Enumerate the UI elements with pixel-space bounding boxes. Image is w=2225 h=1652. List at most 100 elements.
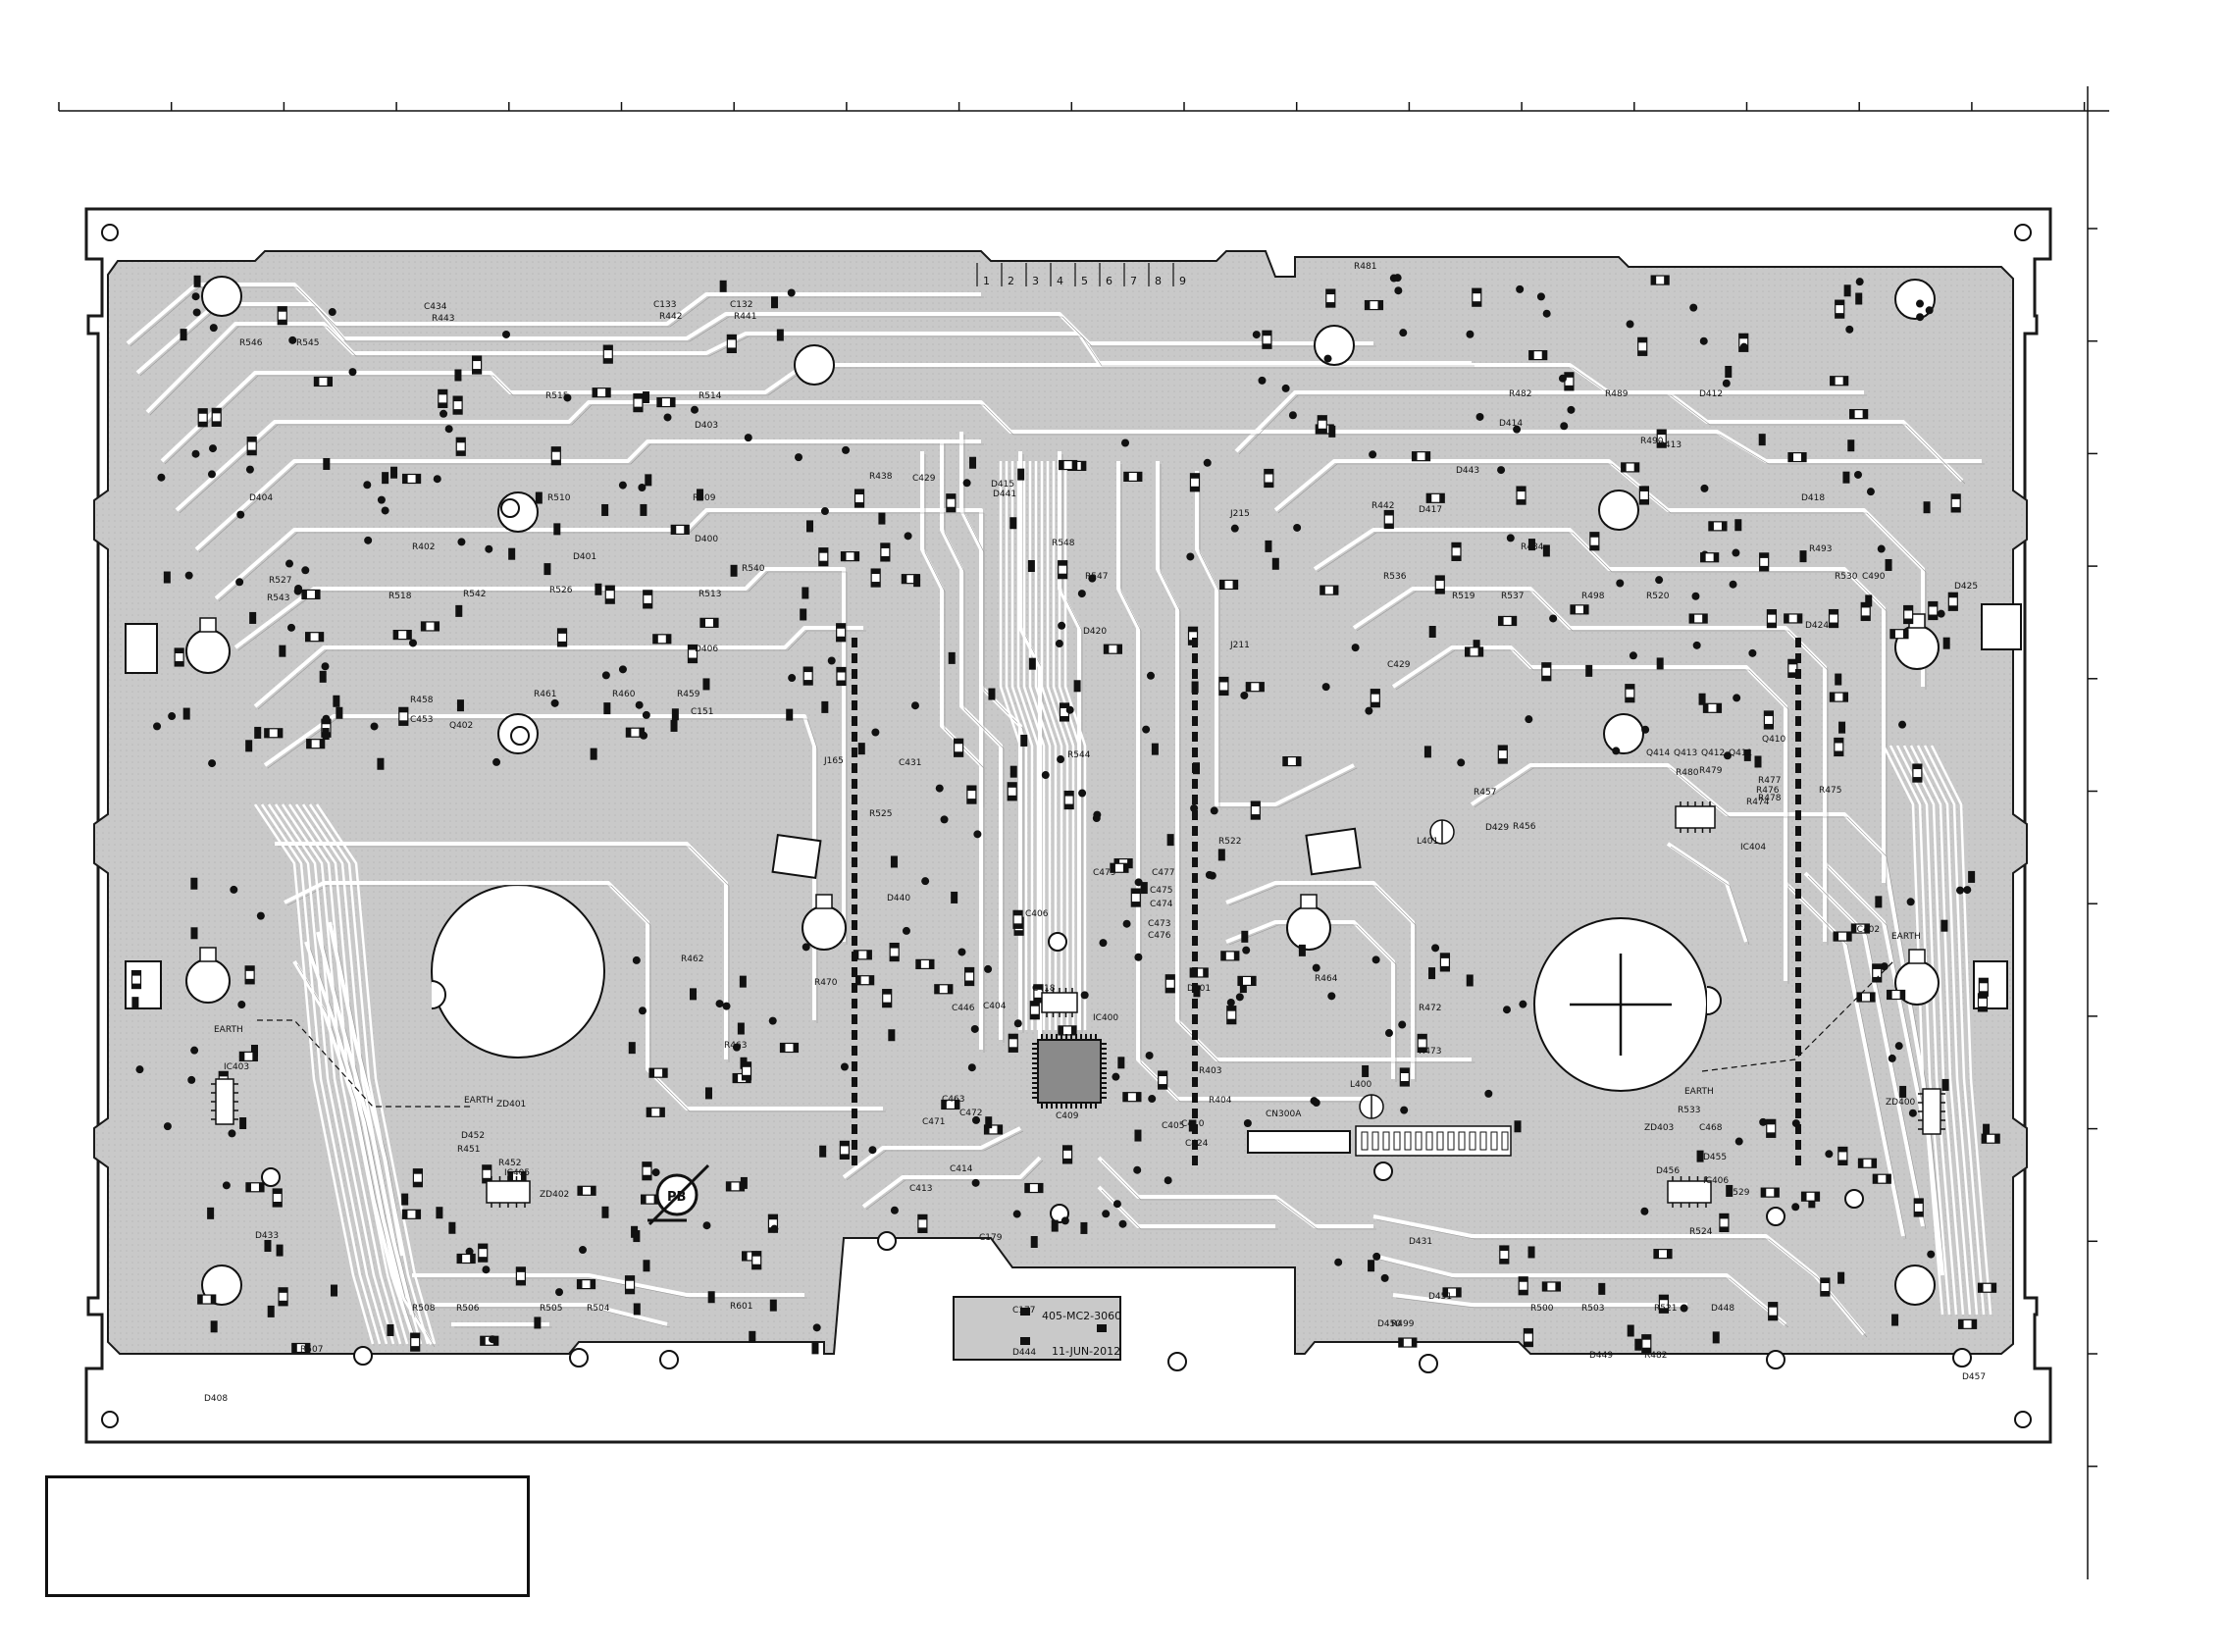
main-ic <box>1032 1034 1107 1109</box>
component-ref: R475 <box>1819 786 1841 796</box>
component-ref: R493 <box>1809 544 1832 554</box>
component-ref: R537 <box>1501 592 1524 601</box>
component-ref: ZD402 <box>540 1190 569 1200</box>
component-ref: C434 <box>424 302 447 312</box>
component-ref: R452 <box>498 1159 521 1168</box>
component-ref: C475 <box>1150 886 1172 896</box>
cn300a-connector <box>1247 1125 1512 1157</box>
pcb-date: 11-JUN-2012 <box>1052 1345 1120 1358</box>
ruler-frame <box>58 86 2109 1579</box>
component-ref: R461 <box>534 690 556 699</box>
component-ref: R479 <box>1699 766 1723 776</box>
component-ref: C429 <box>912 474 936 484</box>
component-ref: R530 <box>1835 572 1858 582</box>
component-ref: C463 <box>942 1095 964 1105</box>
component-ref: Q410 <box>1762 735 1786 745</box>
component-ref: D412 <box>1699 389 1723 399</box>
component-ref: D415 <box>991 480 1014 490</box>
component-ref: C404 <box>983 1002 1007 1011</box>
component-ref: D429 <box>1485 823 1509 833</box>
component-ref: R536 <box>1383 572 1407 582</box>
component-ref: D403 <box>695 421 718 431</box>
component-ref: R402 <box>412 542 435 552</box>
component-ref: L401 <box>1417 837 1438 847</box>
component-ref: C409 <box>1056 1111 1079 1121</box>
component-ref: R529 <box>1727 1188 1750 1198</box>
component-ref: R484 <box>1521 542 1544 552</box>
component-ref: R510 <box>547 493 571 503</box>
component-ref: L400 <box>1350 1080 1371 1090</box>
component-ref: C479 <box>1093 868 1116 878</box>
component-ref: D418 <box>1801 493 1825 503</box>
info-box <box>45 1475 530 1597</box>
component-ref: D452 <box>461 1131 485 1141</box>
component-ref: Q412 <box>1701 749 1725 758</box>
earth-label: EARTH <box>1891 932 1921 942</box>
component-ref: ZD403 <box>1644 1123 1674 1133</box>
component-ref: C429 <box>1387 660 1411 670</box>
component-ref: C177 <box>1012 1306 1035 1316</box>
component-ref: R524 <box>1689 1227 1713 1237</box>
component-ref: D440 <box>887 894 910 903</box>
component-ref: D413 <box>1658 440 1682 450</box>
component-ref: R546 <box>239 338 263 348</box>
pin-number: 6 <box>1106 275 1112 287</box>
solder-pads <box>130 274 2000 1355</box>
earth-label: EARTH <box>1684 1087 1714 1097</box>
component-ref: R456 <box>1513 822 1536 832</box>
component-ref: C476 <box>1148 931 1171 941</box>
component-ref: C472 <box>959 1109 982 1118</box>
component-ref: R601 <box>730 1302 752 1312</box>
component-ref: C468 <box>1699 1123 1723 1133</box>
battery-holder-right <box>1533 917 1722 1092</box>
component-ref: IC403 <box>224 1062 249 1072</box>
component-ref: Q413 <box>1674 749 1697 758</box>
component-ref: R457 <box>1474 788 1496 798</box>
component-ref: R482 <box>1509 389 1531 399</box>
component-ref: R503 <box>1581 1304 1604 1314</box>
component-ref: R480 <box>1676 768 1699 778</box>
lead-free-mark: PB <box>647 1163 710 1226</box>
component-ref: R545 <box>296 338 319 348</box>
component-ref: R451 <box>457 1145 480 1155</box>
component-ref: R500 <box>1530 1304 1554 1314</box>
component-ref: R513 <box>699 590 721 599</box>
component-ref: D456 <box>1656 1166 1680 1176</box>
component-ref: Q411 <box>1729 749 1752 758</box>
component-ref: D441 <box>993 490 1016 499</box>
component-ref: D406 <box>695 645 718 654</box>
component-ref: C431 <box>899 758 921 768</box>
component-ref: D417 <box>1419 505 1442 515</box>
component-ref: J165 <box>823 756 844 766</box>
pin-number: 8 <box>1155 275 1162 287</box>
component-ref: D501 <box>1187 984 1211 994</box>
earth-labels: EARTH EARTH EARTH EARTH <box>214 932 1921 1106</box>
component-ref: R462 <box>681 955 703 964</box>
component-ref: D450 <box>1377 1319 1401 1329</box>
component-ref: R507 <box>300 1345 323 1355</box>
component-ref: C406 <box>1025 909 1049 919</box>
component-ref: IC406 <box>1703 1176 1729 1186</box>
component-ref: D455 <box>1703 1153 1727 1162</box>
component-ref: D451 <box>1428 1292 1452 1302</box>
component-ref: C413 <box>909 1184 932 1194</box>
component-ref: C151 <box>691 707 713 717</box>
component-ref: R472 <box>1419 1004 1441 1013</box>
component-ref: R542 <box>463 590 486 599</box>
component-ref: R509 <box>693 493 716 503</box>
component-ref: R521 <box>1654 1304 1677 1314</box>
component-ref: D404 <box>249 493 273 503</box>
component-ref: R518 <box>388 592 412 601</box>
component-ref: C424 <box>1185 1139 1209 1149</box>
earth-lines <box>257 960 1894 1108</box>
component-ref: Q402 <box>449 721 473 731</box>
pin-number: 7 <box>1130 275 1137 287</box>
component-ref: R489 <box>1605 389 1629 399</box>
component-ref: C410 <box>1181 1119 1205 1129</box>
component-ref: R474 <box>1746 798 1770 807</box>
component-ref: IC400 <box>1093 1013 1118 1023</box>
component-ref: C446 <box>952 1004 975 1013</box>
component-ref: D420 <box>1083 627 1107 637</box>
copper-traces <box>126 283 1992 1348</box>
